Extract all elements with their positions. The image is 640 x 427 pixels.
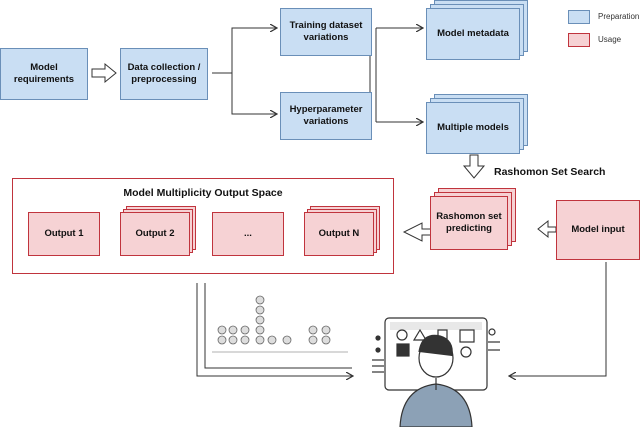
- node-model-metadata: Model metadata: [426, 8, 520, 60]
- node-data-collection: Data collection / preprocessing: [120, 48, 208, 100]
- output-ellipsis: ...: [212, 212, 284, 256]
- legend-label-preparation: Preparation: [598, 12, 640, 21]
- node-model-requirements: Model requirements: [0, 48, 88, 100]
- node-multiple-models: Multiple models: [426, 102, 520, 154]
- legend-label-usage: Usage: [598, 35, 622, 44]
- block-arrow-input: [537, 219, 557, 239]
- block-arrow-rashomon-search: [462, 154, 486, 179]
- output-n: Output N: [304, 212, 374, 256]
- output-space-title: Model Multiplicity Output Space: [123, 187, 283, 199]
- output-2: Output 2: [120, 212, 190, 256]
- legend-swatch-usage: [568, 33, 590, 47]
- node-model-input: Model input: [556, 200, 640, 260]
- legend-swatch-preparation: [568, 10, 590, 24]
- dot-chart-illustration: [212, 295, 348, 353]
- node-hyperparameter-variations: Hyperparameter variations: [280, 92, 372, 140]
- node-rashomon-predicting: Rashomon set predicting: [430, 196, 508, 250]
- person-at-computer-illustration: [372, 317, 500, 427]
- output-1: Output 1: [28, 212, 100, 256]
- rashomon-search-label: Rashomon Set Search: [494, 166, 606, 178]
- block-arrow-1: [91, 62, 117, 84]
- node-training-variations: Training dataset variations: [280, 8, 372, 56]
